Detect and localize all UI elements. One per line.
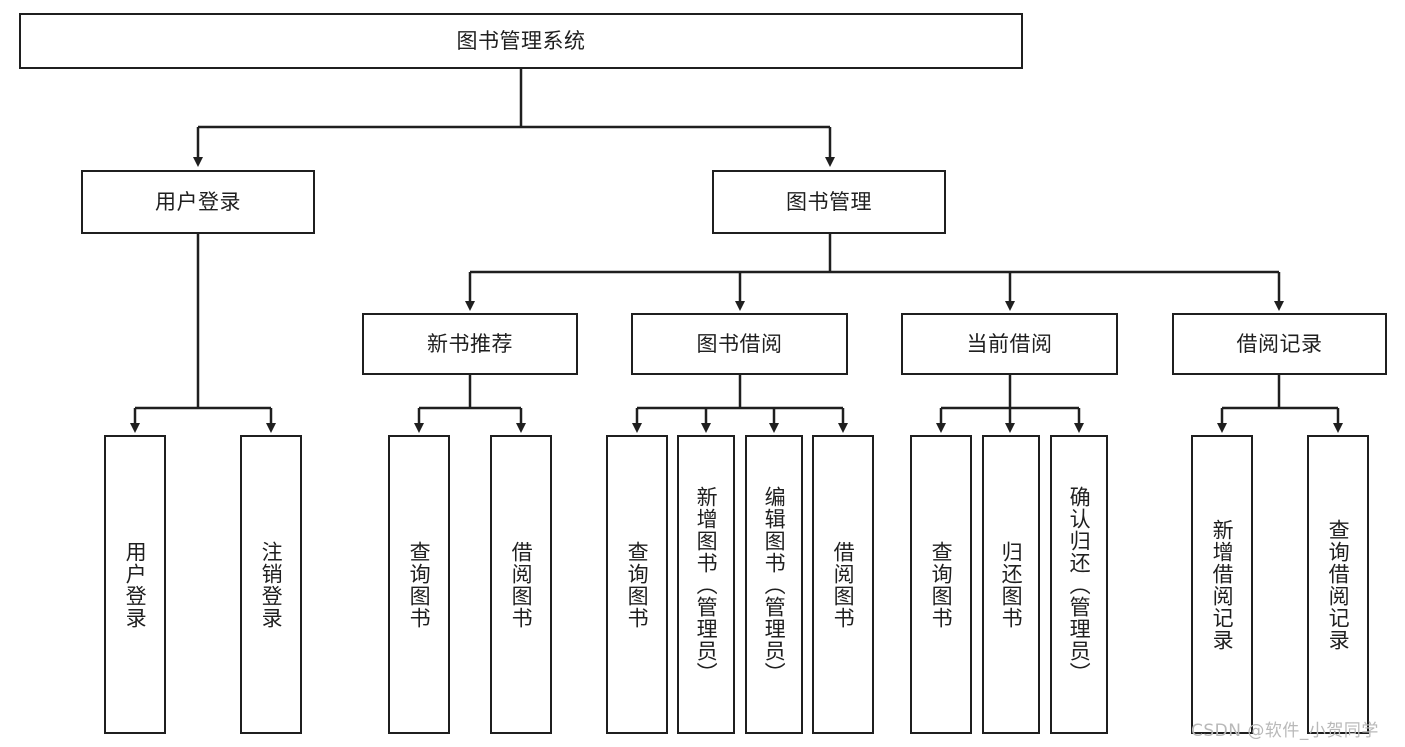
node-label: 新增图书（管理员） <box>694 485 719 684</box>
node-book-borrow[interactable]: 图书借阅 <box>631 313 848 375</box>
node-label: 借阅图书 <box>831 540 856 629</box>
node-leaf-add-record[interactable]: 新增借阅记录 <box>1191 435 1253 734</box>
node-label: 当前借阅 <box>966 331 1053 356</box>
node-book-management[interactable]: 图书管理 <box>712 170 946 234</box>
node-label: 归还图书 <box>999 540 1024 629</box>
node-label: 查询图书 <box>407 540 432 629</box>
csdn-watermark: CSDN @软件_小贺同学 <box>1191 721 1379 741</box>
node-leaf-query-book-3[interactable]: 查询图书 <box>910 435 972 734</box>
node-label: 查询图书 <box>929 540 954 629</box>
node-root-system[interactable]: 图书管理系统 <box>19 13 1023 69</box>
node-label: 图书管理 <box>786 189 872 214</box>
node-leaf-edit-book[interactable]: 编辑图书（管理员） <box>745 435 803 734</box>
node-label: 用户登录 <box>155 189 241 214</box>
node-new-book-recommend[interactable]: 新书推荐 <box>362 313 578 375</box>
node-leaf-user-login[interactable]: 用户登录 <box>104 435 166 734</box>
node-label: 查询借阅记录 <box>1326 518 1351 651</box>
node-leaf-return-book[interactable]: 归还图书 <box>982 435 1040 734</box>
node-label: 确认归还（管理员） <box>1067 485 1092 684</box>
node-label: 用户登录 <box>123 540 148 629</box>
node-user-login[interactable]: 用户登录 <box>81 170 315 234</box>
node-label: 借阅记录 <box>1236 331 1323 356</box>
node-label: 查询图书 <box>625 540 650 629</box>
node-leaf-add-book[interactable]: 新增图书（管理员） <box>677 435 735 734</box>
node-leaf-query-book-1[interactable]: 查询图书 <box>388 435 450 734</box>
node-label: 借阅图书 <box>509 540 534 629</box>
node-label: 图书借阅 <box>696 331 783 356</box>
node-label: 新书推荐 <box>427 331 513 356</box>
node-label: 图书管理系统 <box>456 28 586 53</box>
node-borrow-record[interactable]: 借阅记录 <box>1172 313 1387 375</box>
node-leaf-query-record[interactable]: 查询借阅记录 <box>1307 435 1369 734</box>
node-leaf-query-book-2[interactable]: 查询图书 <box>606 435 668 734</box>
node-label: 新增借阅记录 <box>1210 518 1235 651</box>
node-label: 注销登录 <box>259 540 284 629</box>
node-leaf-confirm-return[interactable]: 确认归还（管理员） <box>1050 435 1108 734</box>
node-leaf-borrow-book-1[interactable]: 借阅图书 <box>490 435 552 734</box>
node-leaf-logout-login[interactable]: 注销登录 <box>240 435 302 734</box>
node-label: 编辑图书（管理员） <box>762 485 787 684</box>
node-current-borrow[interactable]: 当前借阅 <box>901 313 1118 375</box>
node-leaf-borrow-book-2[interactable]: 借阅图书 <box>812 435 874 734</box>
